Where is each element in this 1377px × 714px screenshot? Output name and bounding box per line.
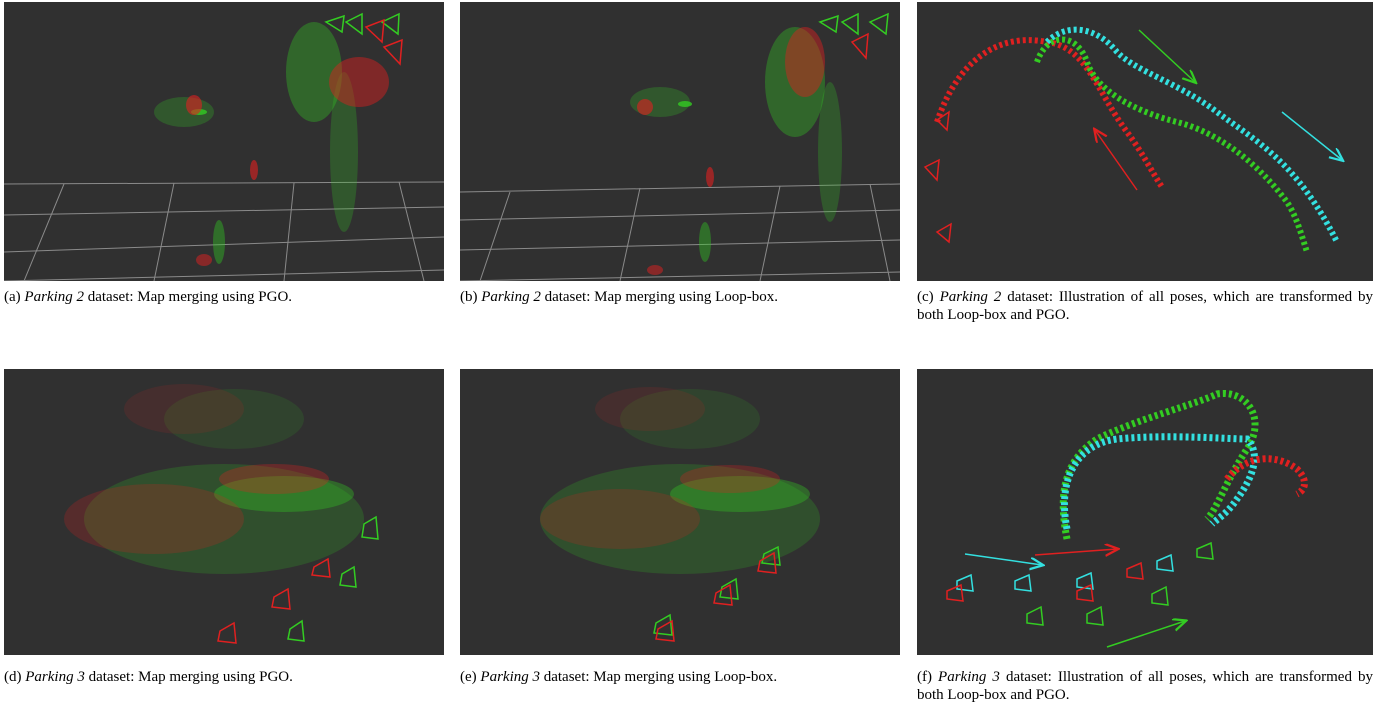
figure-a-caption: (a) Parking 2 dataset: Map merging using… xyxy=(4,288,444,306)
figure-b-image xyxy=(460,2,900,281)
figure-e-label: (e) xyxy=(460,669,477,685)
figure-b-dataset: Parking 2 xyxy=(481,289,541,305)
figure-e-text: dataset: Map merging using Loop-box. xyxy=(543,669,778,685)
camera-poses xyxy=(217,515,379,644)
pose-arrows xyxy=(964,549,1185,648)
figure-c-caption: (c) Parking 2 dataset: Illustration of a… xyxy=(917,288,1373,324)
ground-grid xyxy=(460,183,900,281)
red-point-cloud xyxy=(540,387,780,549)
poses-illustration-parking3 xyxy=(946,389,1308,648)
ground-grid xyxy=(4,181,444,281)
figure-f-dataset: Parking 3 xyxy=(938,669,1000,685)
figure-b-text: dataset: Map merging using Loop-box. xyxy=(544,289,779,305)
red-point-cloud xyxy=(64,384,329,554)
figure-d-image xyxy=(4,369,444,655)
figure-c-text: dataset: Illustration of all poses, whic… xyxy=(917,289,1374,323)
green-point-cloud xyxy=(630,27,842,262)
red-point-cloud xyxy=(186,57,389,266)
figure-a-text: dataset: Map merging using PGO. xyxy=(87,289,293,305)
green-point-cloud xyxy=(540,389,820,574)
figure-d-text: dataset: Map merging using PGO. xyxy=(88,669,293,685)
figure-d-dataset: Parking 3 xyxy=(25,669,85,685)
red-point-cloud xyxy=(637,27,825,275)
figure-b-label: (b) xyxy=(460,289,478,305)
poses-illustration-parking2 xyxy=(923,26,1373,253)
figure-d-label: (d) xyxy=(4,669,22,685)
figure-f-text: dataset: Illustration of all poses, whic… xyxy=(917,669,1373,703)
green-point-cloud xyxy=(154,22,358,264)
figure-f-label: (f) xyxy=(917,669,932,685)
figure-e-caption: (e) Parking 3 dataset: Map merging using… xyxy=(460,668,900,686)
map-merge-loopbox-parking3 xyxy=(540,387,820,642)
map-merge-loopbox-parking2 xyxy=(460,12,900,281)
figure-f-caption: (f) Parking 3 dataset: Illustration of a… xyxy=(917,668,1373,704)
figure-e-dataset: Parking 3 xyxy=(480,669,540,685)
scattered-poses xyxy=(946,541,1214,626)
camera-poses xyxy=(653,545,781,642)
figure-f-image xyxy=(917,369,1373,655)
figure-a-image xyxy=(4,2,444,281)
pose-arrows xyxy=(1095,29,1342,191)
figure-c-label: (c) xyxy=(917,289,934,305)
figure-a-dataset: Parking 2 xyxy=(24,289,84,305)
map-merge-pgo-parking3 xyxy=(64,384,379,644)
green-point-cloud xyxy=(84,389,364,574)
figure-e-image xyxy=(460,369,900,655)
figure-c-dataset: Parking 2 xyxy=(939,289,1002,305)
figure-a-label: (a) xyxy=(4,289,21,305)
camera-poses xyxy=(818,12,889,60)
figure-b-caption: (b) Parking 2 dataset: Map merging using… xyxy=(460,288,900,306)
pose-trajectories xyxy=(1059,389,1308,540)
figure-c-image xyxy=(917,2,1373,281)
pose-trajectories xyxy=(934,26,1340,253)
figure-d-caption: (d) Parking 3 dataset: Map merging using… xyxy=(4,668,444,686)
camera-poses xyxy=(324,12,403,66)
map-merge-pgo-parking2 xyxy=(4,12,444,281)
red-poses xyxy=(923,110,952,244)
